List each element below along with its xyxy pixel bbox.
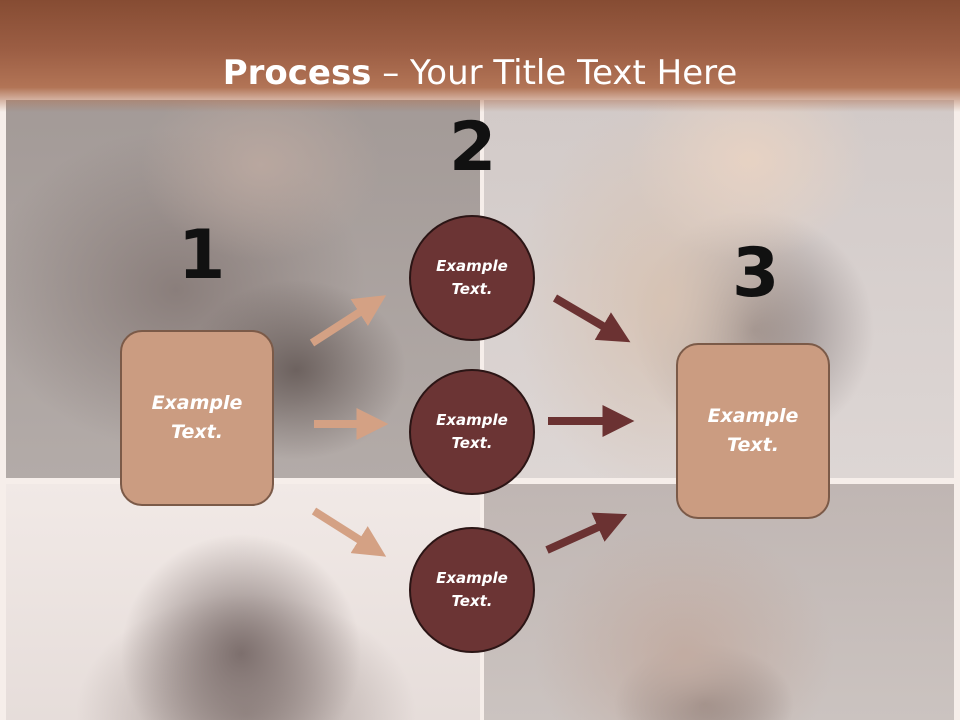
step-number-2: 2 [449,108,497,187]
arrow-left-to-bottom [311,507,387,557]
step-2-circle-middle: Example Text. [409,369,535,495]
step-2-circle-top: Example Text. [409,215,535,341]
step-1-box: Example Text. [120,330,274,506]
photo-photographer-bottom-right [484,484,954,720]
circle-bottom-text: Example Text. [436,569,508,610]
step-3-box: Example Text. [676,343,830,519]
photo-photographer-bottom-left [6,484,480,720]
arrow-top-to-right [552,294,631,343]
arrow-bottom-to-right [545,512,628,554]
step-2-circle-bottom: Example Text. [409,527,535,653]
title-bold: Process [222,53,372,93]
step-number-1: 1 [178,216,226,295]
circle-top-text: Example Text. [436,257,508,298]
slide-title: Process – Your Title Text Here [0,50,960,96]
title-bar [0,0,960,112]
step-3-text: Example Text. [707,405,799,456]
step-1-text: Example Text. [151,392,243,443]
arrow-left-to-top [309,295,387,347]
circle-middle-text: Example Text. [436,411,508,452]
step-number-3: 3 [732,234,780,313]
title-rest: – Your Title Text Here [371,53,738,93]
